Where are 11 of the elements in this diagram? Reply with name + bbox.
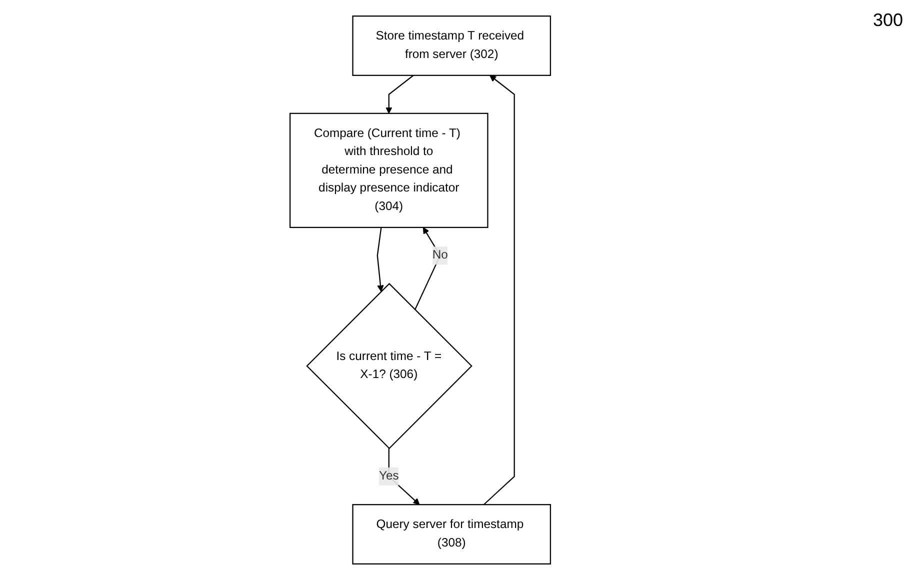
figure-number: 300: [872, 10, 903, 31]
arrow: [376, 227, 384, 292]
node-box: Query server for timestamp (308): [352, 504, 551, 564]
edge-label: Yes: [378, 470, 399, 483]
arrow: [385, 74, 414, 114]
edge-label: No: [432, 248, 448, 262]
arrow: [483, 75, 515, 506]
arrow: [388, 448, 420, 505]
node-diamond: Is current time - T = X-1? (306): [306, 282, 472, 450]
node-box: Compare (Current time - T) with threshold to determine presence and display presence indicator (304): [289, 112, 488, 228]
node-box: Store timestamp T received from server (302): [352, 16, 551, 76]
